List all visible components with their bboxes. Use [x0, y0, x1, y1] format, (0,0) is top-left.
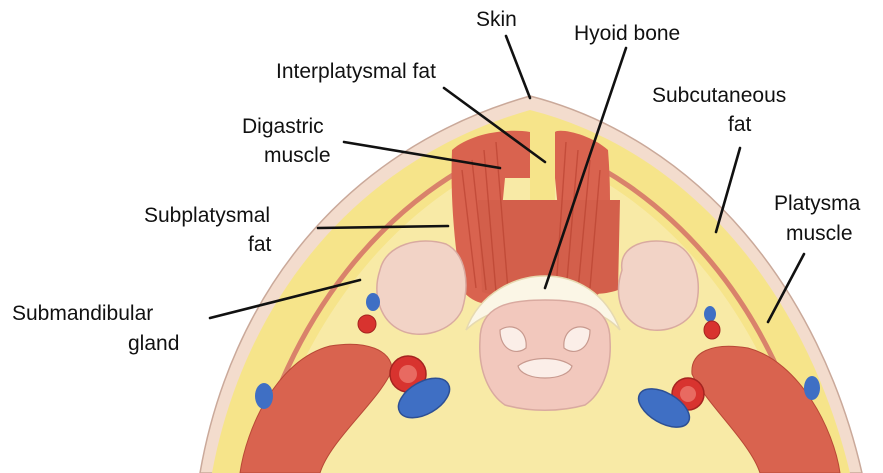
- vein-small-left: [366, 293, 380, 311]
- vein-small-right: [704, 306, 716, 322]
- larynx: [480, 300, 610, 410]
- label-digastric-muscle-line1: Digastric: [242, 115, 324, 138]
- leader-skin: [506, 36, 530, 98]
- submandibular-gland-left: [377, 241, 466, 334]
- label-subcutaneous-fat-line1: Subcutaneous: [652, 84, 786, 107]
- label-platysma-muscle-line1: Platysma: [774, 192, 861, 215]
- label-platysma-muscle-line2: muscle: [786, 222, 853, 245]
- carotid-artery-left-lumen: [399, 365, 417, 383]
- label-subcutaneous-fat-line2: fat: [728, 113, 752, 136]
- label-subplatysmal-fat-line2: fat: [248, 233, 272, 256]
- artery-small-right: [704, 321, 720, 339]
- label-skin: Skin: [476, 8, 517, 31]
- label-hyoid-bone: Hyoid bone: [574, 22, 680, 45]
- label-interplatysmal-fat: Interplatysmal fat: [276, 60, 436, 83]
- label-digastric-muscle-line2: muscle: [264, 144, 331, 167]
- label-subplatysmal-fat-line1: Subplatysmal: [144, 204, 270, 227]
- artery-small-left: [358, 315, 376, 333]
- carotid-artery-right-lumen: [680, 386, 696, 402]
- submandibular-gland-right: [619, 241, 699, 330]
- label-submandibular-gland-line1: Submandibular: [12, 302, 153, 325]
- external-jugular-vein-left: [255, 383, 273, 409]
- interplatysmal-fat-pad: [530, 132, 555, 200]
- external-jugular-vein-right: [804, 376, 820, 400]
- label-submandibular-gland-line2: gland: [128, 332, 179, 355]
